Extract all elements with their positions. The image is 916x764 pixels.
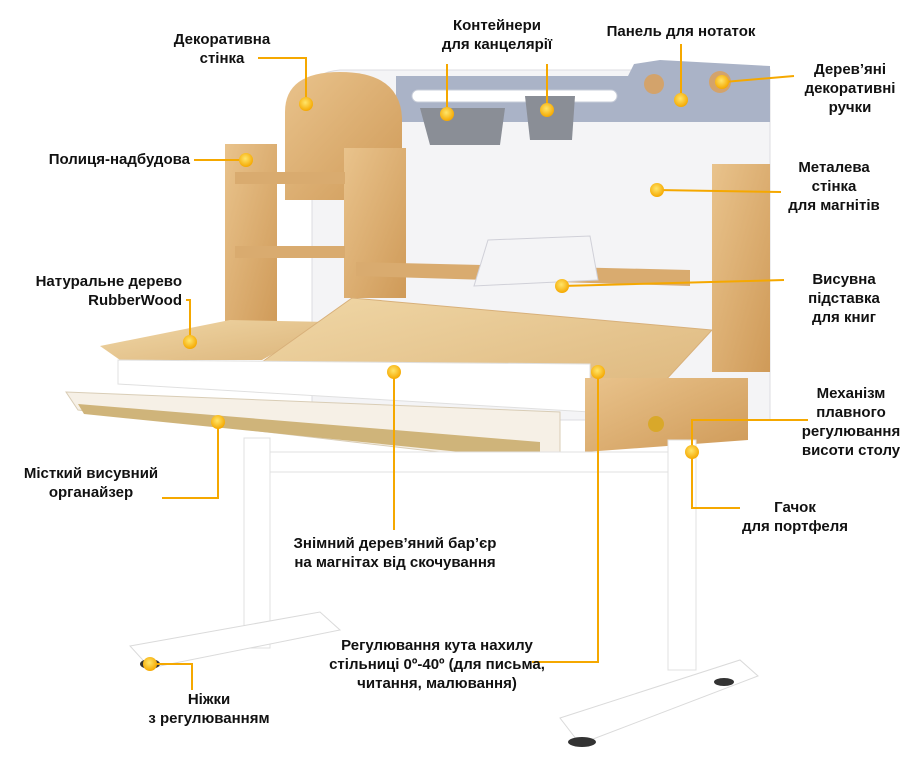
right-apron bbox=[585, 378, 748, 452]
book-stand bbox=[473, 235, 599, 287]
shelf-side-left bbox=[225, 144, 277, 330]
frame-bar bbox=[261, 451, 673, 473]
label-line: Натуральне дерево bbox=[35, 273, 182, 290]
label-notes-panel: Панель для нотаток bbox=[594, 22, 768, 41]
dot-legs bbox=[143, 657, 157, 671]
label-decor-wall: Декоративна стінка bbox=[152, 30, 292, 68]
dot-metal-wall bbox=[650, 183, 664, 197]
label-line: для портфеля bbox=[741, 518, 849, 535]
label-tilt: Регулювання кута нахилу стільниці 0º-40º… bbox=[322, 636, 552, 693]
dot-container-right bbox=[540, 103, 554, 117]
shelf-board-mid bbox=[235, 246, 345, 258]
pointer-dots bbox=[143, 75, 729, 671]
dot-container-left bbox=[440, 107, 454, 121]
label-shelf: Полиця-надбудова bbox=[20, 150, 190, 169]
label-line: Гачок bbox=[774, 499, 816, 516]
label-line: регулювання bbox=[801, 423, 901, 440]
label-line: для книг bbox=[811, 309, 876, 326]
label-line: плавного bbox=[816, 404, 886, 421]
label-line: стінка bbox=[811, 178, 857, 195]
label-line: читання, малювання) bbox=[357, 675, 517, 692]
label-line: Дерев’яні bbox=[813, 61, 887, 78]
label-line: з регулюванням bbox=[148, 710, 270, 727]
label-line: Знімний дерев’яний бар’єр bbox=[293, 535, 497, 552]
dot-mechanism bbox=[685, 445, 699, 459]
label-metal-wall: Металева стінка для магнітів bbox=[772, 158, 896, 215]
dot-notes-panel bbox=[674, 93, 688, 107]
label-line: ручки bbox=[828, 99, 872, 116]
label-line: для канцелярії bbox=[441, 36, 553, 53]
dot-tilt bbox=[591, 365, 605, 379]
label-barrier: Знімний дерев’яний бар’єр на магнітах ві… bbox=[280, 534, 510, 572]
container-left bbox=[420, 108, 505, 145]
label-line: декоративні bbox=[804, 80, 896, 97]
foot-right bbox=[559, 659, 759, 745]
label-hook: Гачок для портфеля bbox=[736, 498, 854, 536]
label-line: RubberWood bbox=[88, 292, 182, 309]
label-line: стільниці 0º-40º (для письма, bbox=[329, 656, 545, 673]
label-line: Панель для нотаток bbox=[606, 23, 756, 40]
label-line: стінка bbox=[199, 50, 245, 67]
label-book-stand: Висувна підставка для книг bbox=[786, 270, 902, 327]
dot-natural-wood bbox=[183, 335, 197, 349]
dot-shelf bbox=[239, 153, 253, 167]
label-line: Місткий висувний bbox=[23, 465, 159, 482]
label-line: Регулювання кута нахилу bbox=[341, 637, 533, 654]
container-right bbox=[525, 96, 575, 140]
leader-lines bbox=[150, 44, 808, 690]
dot-barrier bbox=[387, 365, 401, 379]
label-line: Висувна bbox=[812, 271, 876, 288]
label-line: Полиця-надбудова bbox=[48, 151, 190, 168]
shelf-board-top bbox=[235, 172, 345, 184]
shelf-side-right bbox=[712, 164, 770, 372]
label-line: Металева bbox=[798, 159, 870, 176]
label-legs: Ніжки з регулюванням bbox=[134, 690, 284, 728]
label-containers: Контейнери для канцелярії bbox=[412, 16, 582, 54]
label-line: Контейнери bbox=[452, 17, 542, 34]
label-line: Декоративна bbox=[173, 31, 271, 48]
label-line: Механізм bbox=[816, 385, 886, 402]
bag-hook bbox=[648, 416, 664, 432]
label-organizer: Місткий висувний органайзер bbox=[20, 464, 162, 502]
dot-organizer bbox=[211, 415, 225, 429]
dot-book-stand bbox=[555, 279, 569, 293]
dot-decor-wall bbox=[299, 97, 313, 111]
label-line: підставка bbox=[808, 290, 880, 307]
foot-left bbox=[129, 611, 342, 669]
label-line: органайзер bbox=[48, 484, 134, 501]
desktop-left bbox=[100, 320, 330, 360]
dot-handles bbox=[715, 75, 729, 89]
label-line: для магнітів bbox=[788, 197, 880, 214]
label-natural-wood: Натуральне дерево RubberWood bbox=[10, 272, 182, 310]
organizer-front bbox=[78, 404, 540, 460]
foot-pad-right bbox=[568, 737, 596, 747]
label-line: Ніжки bbox=[187, 691, 231, 708]
foot-pad-right-2 bbox=[714, 678, 734, 686]
label-line: висоти столу bbox=[801, 442, 901, 459]
label-wood-handles: Дерев’яні декоративні ручки bbox=[790, 60, 910, 117]
label-line: на магнітах від скочування bbox=[294, 554, 496, 571]
label-mechanism: Механізм плавного регулювання висоти сто… bbox=[790, 384, 912, 460]
leg-left bbox=[243, 437, 271, 649]
container-rail bbox=[411, 89, 618, 103]
handle-left bbox=[644, 74, 664, 94]
